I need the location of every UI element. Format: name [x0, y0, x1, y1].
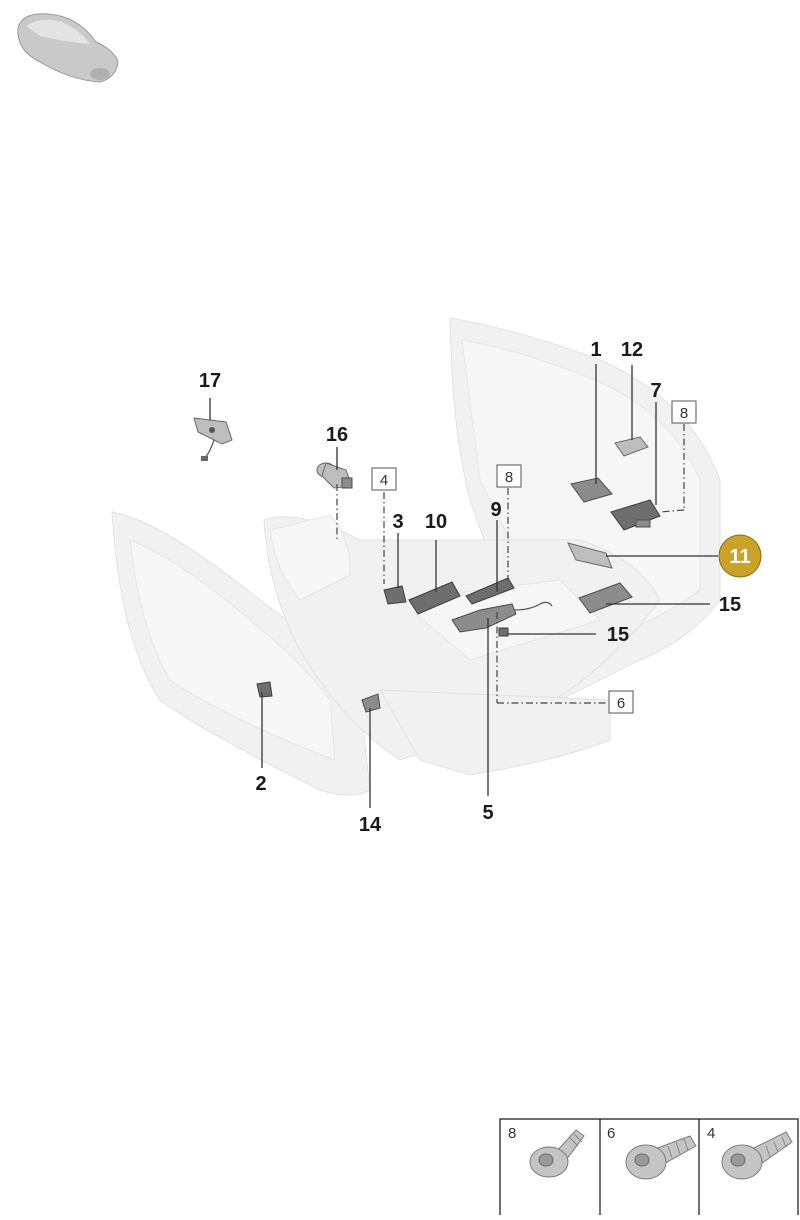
boxed-ref-label: 8	[680, 405, 688, 422]
callout-labels: 17 16 1 12 7 3 10 9 15 15 2 14 5	[199, 339, 741, 836]
screw-icon	[721, 1131, 793, 1180]
boxed-reference-6[interactable]: 6	[608, 690, 634, 714]
part-9-bracket[interactable]	[465, 577, 515, 605]
part-1-switch[interactable]	[570, 477, 613, 503]
part-7-switch-block[interactable]	[610, 499, 661, 531]
legend-label: 6	[607, 1125, 615, 1142]
screw-icon	[529, 1129, 585, 1178]
fastener-legend: 8 6 4	[499, 1118, 799, 1217]
part-13-switch[interactable]	[361, 693, 381, 713]
part-17-pad[interactable]	[193, 417, 233, 461]
boxed-ref-label: 6	[617, 695, 625, 712]
boxed-reference-4[interactable]: 4	[371, 467, 397, 491]
legend-label: 8	[508, 1125, 516, 1142]
callout-5[interactable]: 5	[482, 802, 493, 824]
legend-cell-8[interactable]: 8	[508, 1125, 585, 1178]
callout-2[interactable]: 2	[255, 773, 266, 795]
callout-12[interactable]: 12	[621, 339, 643, 361]
boxed-reference-8-top[interactable]: 8	[671, 400, 697, 424]
screw-icon	[625, 1135, 697, 1180]
callout-3[interactable]: 3	[392, 511, 403, 533]
part-11-switch[interactable]	[567, 542, 613, 569]
callout-14[interactable]: 15	[719, 594, 741, 616]
callout-9[interactable]: 9	[490, 499, 501, 521]
callout-17[interactable]: 17	[199, 370, 221, 392]
part-2-switch[interactable]	[256, 681, 273, 698]
callout-16[interactable]: 16	[326, 424, 348, 446]
car-silhouette-icon[interactable]	[17, 13, 119, 83]
callout-11[interactable]: 11	[729, 546, 750, 568]
callout-15[interactable]: 15	[607, 624, 629, 646]
legend-label: 4	[707, 1125, 715, 1142]
part-3-switch[interactable]	[383, 585, 407, 605]
boxed-ref-label: 8	[505, 469, 513, 486]
part-16-socket[interactable]	[316, 462, 353, 489]
part-10-switch-panel[interactable]	[408, 581, 461, 615]
part-15-sensor[interactable]	[498, 627, 509, 637]
boxed-ref-label: 4	[380, 472, 388, 489]
callout-7[interactable]: 7	[650, 380, 661, 402]
callout-1[interactable]: 1	[590, 339, 601, 361]
callout-13[interactable]: 14	[359, 814, 382, 836]
callout-10[interactable]: 10	[425, 511, 447, 533]
legend-cell-4[interactable]: 4	[707, 1125, 793, 1180]
legend-cell-6[interactable]: 6	[607, 1125, 697, 1180]
part-5-bracket[interactable]	[451, 601, 553, 633]
leader-lines	[209, 364, 718, 808]
boxed-reference-8-mid[interactable]: 8	[496, 464, 522, 488]
part-14-cover[interactable]	[578, 582, 633, 614]
callout-11-highlight[interactable]: 11	[718, 534, 762, 578]
